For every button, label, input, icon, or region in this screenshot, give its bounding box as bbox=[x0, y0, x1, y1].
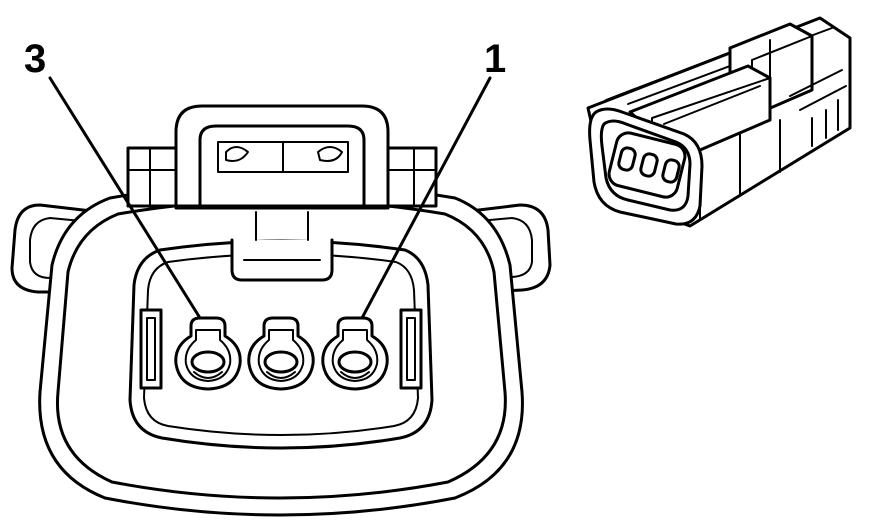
pin-3-leader-line bbox=[48, 76, 202, 320]
pin-3-label: 3 bbox=[24, 37, 46, 81]
left-guide-slot bbox=[139, 308, 163, 390]
pin-1-leader-line bbox=[360, 76, 492, 320]
iso-terminal-2 bbox=[639, 152, 659, 178]
terminal-3 bbox=[174, 316, 242, 391]
connector-face-view bbox=[10, 104, 552, 517]
right-guide-slot bbox=[399, 308, 423, 390]
iso-terminal-1 bbox=[661, 158, 681, 184]
connector-isometric-view bbox=[586, 16, 852, 228]
terminal-2 bbox=[247, 316, 315, 391]
pin-1-label: 1 bbox=[484, 37, 506, 81]
terminal-1 bbox=[321, 316, 389, 391]
iso-terminal-3 bbox=[617, 146, 637, 172]
